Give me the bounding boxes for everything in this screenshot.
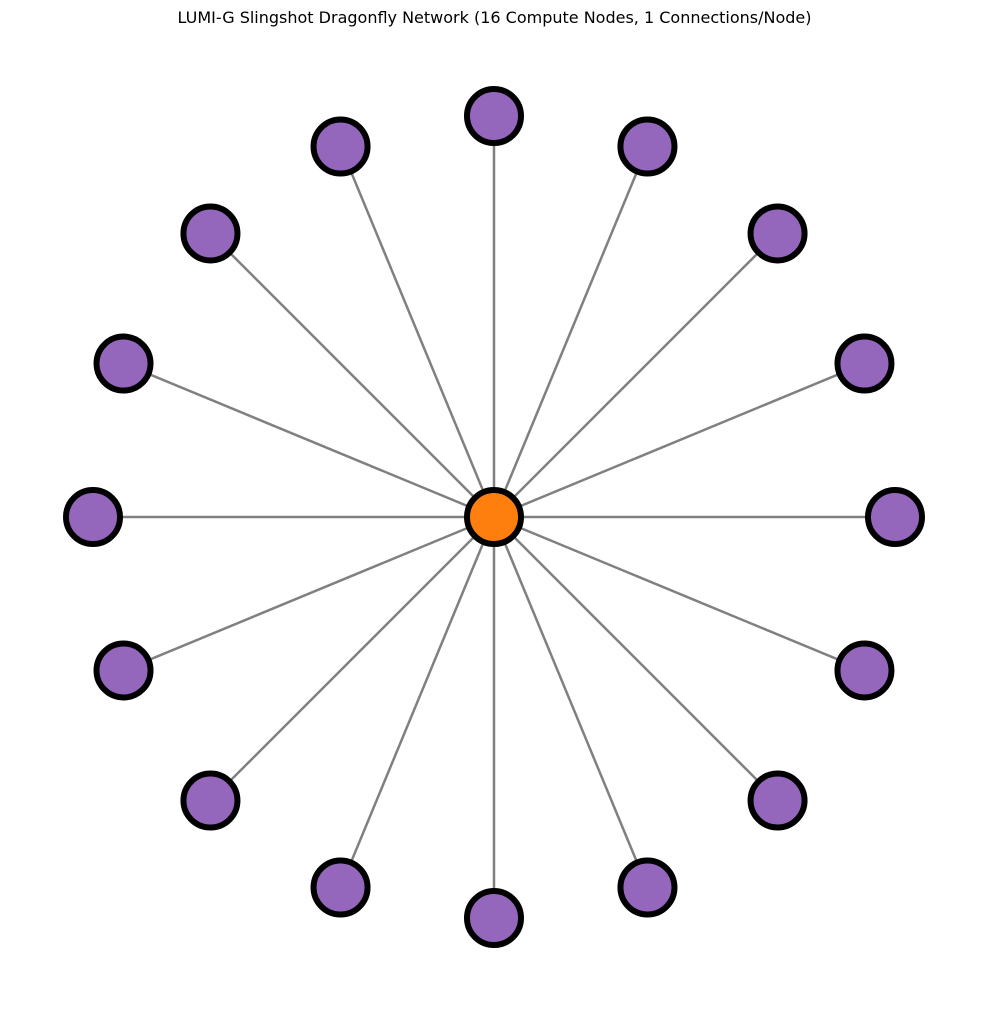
compute-node (63, 487, 123, 547)
compute-node (834, 640, 895, 701)
compute-node (834, 333, 895, 394)
network-edge (123, 515, 495, 672)
diagram-title: LUMI-G Slingshot Dragonfly Network (16 C… (177, 8, 812, 27)
hub-node (464, 487, 524, 547)
edges-layer (93, 116, 895, 918)
network-edge (339, 146, 496, 518)
network-edge (209, 232, 495, 518)
compute-node (747, 203, 808, 264)
network-edge (493, 232, 779, 518)
compute-node (180, 203, 241, 264)
network-edge (493, 515, 865, 672)
compute-node (464, 86, 524, 146)
compute-node (310, 116, 371, 177)
compute-node (93, 640, 154, 701)
network-edge (492, 516, 649, 888)
network-edge (209, 516, 495, 802)
compute-node (310, 857, 371, 918)
compute-node (747, 770, 808, 831)
nodes-layer (63, 86, 925, 948)
compute-node (464, 888, 524, 948)
network-edge (123, 362, 495, 519)
network-edge (493, 362, 865, 519)
compute-node (617, 857, 678, 918)
network-edge (339, 516, 496, 888)
compute-node (93, 333, 154, 394)
compute-node (180, 770, 241, 831)
compute-node (617, 116, 678, 177)
network-edge (493, 516, 779, 802)
compute-node (865, 487, 925, 547)
network-edge (492, 146, 649, 518)
